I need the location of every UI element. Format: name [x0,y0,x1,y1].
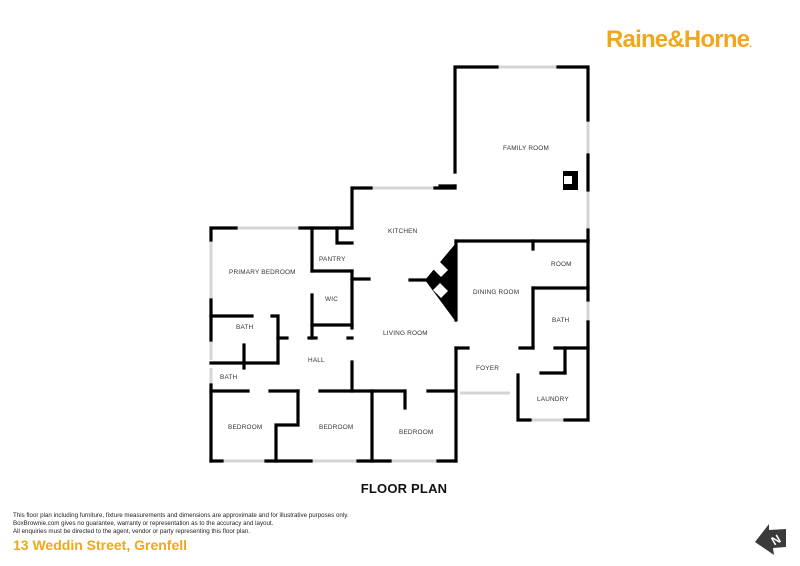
disclaimer: This floor plan including furniture, fix… [13,512,349,537]
disclaimer-line: BoxBrownie.com gives no guarantee, warra… [13,520,274,528]
property-address: 13 Weddin Street, Grenfell [13,537,188,553]
windows [209,65,590,463]
label-bath-ensuite: BATH [236,324,254,331]
disclaimer-line: This floor plan including furniture, fix… [13,512,349,519]
label-bath-hall: BATH [220,374,238,381]
label-bedroom-2: BEDROOM [319,424,353,431]
label-living-room: LIVING ROOM [383,330,428,337]
fireplace [563,171,578,190]
walls [209,65,590,463]
label-room: ROOM [551,261,572,268]
brand-logo: Raine&Horne. [606,26,752,54]
label-kitchen: KITCHEN [388,228,418,235]
label-primary-bedroom: PRIMARY BEDROOM [229,269,296,276]
label-bedroom-1: BEDROOM [228,424,262,431]
label-wic: WIC [325,296,338,303]
room-labels: FAMILY ROOM KITCHEN PANTRY PRIMARY BEDRO… [220,145,572,436]
logo-text: Raine&Horne [606,26,750,53]
label-pantry: PANTRY [319,256,346,263]
corner-fireplace [425,243,456,322]
north-arrow-icon: N [755,524,786,555]
label-bath-right: BATH [552,317,570,324]
label-laundry: LAUNDRY [537,396,569,403]
label-bedroom-3: BEDROOM [399,429,433,436]
label-family-room: FAMILY ROOM [503,145,549,152]
disclaimer-line: All enquiries must be directed to the ag… [13,528,250,536]
label-dining-room: DINING ROOM [473,289,519,296]
plan-title: FLOOR PLAN [360,481,448,496]
label-hall: HALL [308,357,325,364]
logo-dot: . [749,39,752,50]
label-foyer: FOYER [476,365,499,372]
